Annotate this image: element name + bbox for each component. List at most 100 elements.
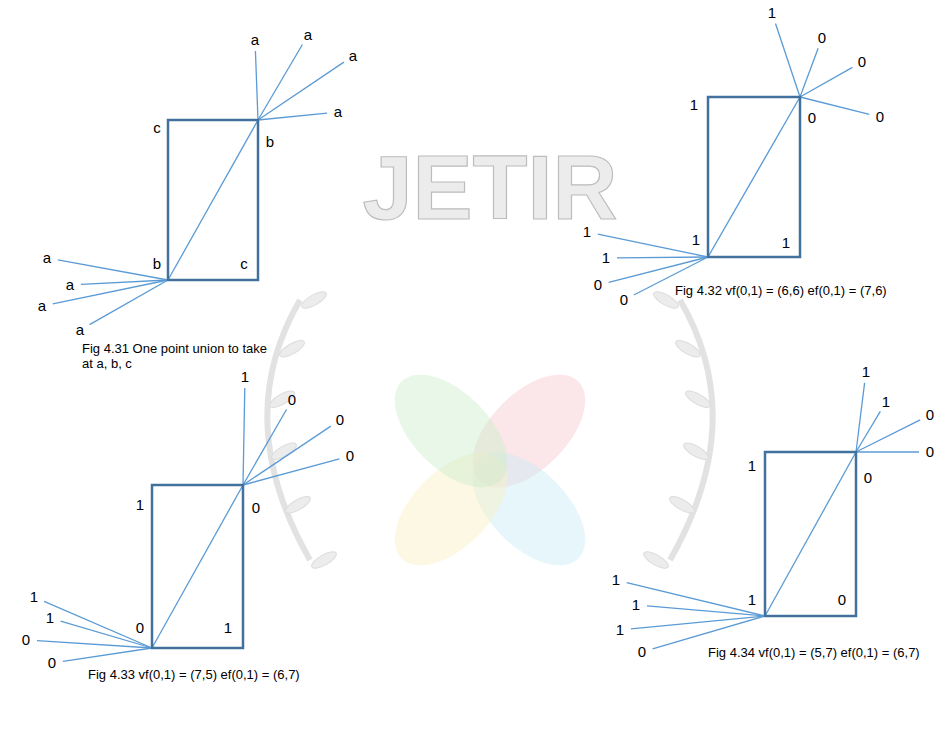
vertex-label: 0 (594, 276, 602, 293)
laurel-arc (267, 300, 310, 560)
vertex-label: 0 (252, 499, 260, 516)
vertex-label: 1 (602, 249, 610, 266)
graph-edge (647, 606, 765, 616)
vertex-label: 1 (30, 588, 38, 605)
vertex-label: c (240, 255, 248, 272)
graph-edge (58, 260, 168, 280)
vertex-label: 1 (136, 496, 144, 513)
graph-edge (255, 51, 258, 120)
vertex-label: 1 (224, 619, 232, 636)
vertex-label: 0 (638, 643, 646, 660)
graph-edge (243, 426, 331, 485)
rectangle-cycle (168, 120, 258, 280)
laurel-leaf (683, 388, 712, 411)
graph-edge (44, 601, 152, 648)
rectangle-cycle (708, 97, 800, 257)
graph-edge (856, 420, 920, 452)
graph-edge (258, 44, 302, 120)
vertex-label: 0 (22, 631, 30, 648)
vertex-label: 0 (48, 654, 56, 671)
vertex-label: 0 (858, 53, 866, 70)
graph-edge (243, 410, 287, 485)
laurel-leaf (267, 388, 296, 411)
laurel-leaf (667, 493, 696, 516)
vertex-label: 1 (241, 368, 249, 385)
laurel-leaf (673, 337, 702, 360)
vertex-label: 1 (692, 231, 700, 248)
vertex-label: a (66, 276, 74, 293)
graph-edge (708, 97, 800, 257)
vertex-label: 0 (346, 447, 354, 464)
laurel-arc (670, 300, 713, 560)
graph-edge (800, 48, 818, 97)
graph-edge (775, 23, 800, 97)
figure-caption: Fig 4.33 vf(0,1) = (7,5) ef(0,1) = (6,7) (88, 668, 313, 683)
graph-edge (152, 485, 243, 648)
vertex-label: 0 (926, 443, 934, 460)
vertex-label: 0 (808, 109, 816, 126)
graph-edge (258, 113, 327, 120)
vertex-label: 0 (620, 291, 628, 308)
graph-figure (627, 383, 920, 649)
vertex-label: 1 (862, 363, 870, 380)
vertex-label: 1 (46, 609, 54, 626)
vertex-label: 1 (583, 223, 591, 240)
vertex-label: 1 (782, 234, 790, 251)
vertex-label: 1 (616, 621, 624, 638)
vertex-label: b (266, 133, 274, 150)
rectangle-cycle (152, 485, 243, 648)
graph-edge (800, 67, 852, 97)
vertex-label: 1 (612, 571, 620, 588)
vertex-label: 0 (136, 619, 144, 636)
vertex-label: a (304, 26, 312, 43)
vertex-label: 0 (876, 108, 884, 125)
vertex-label: b (153, 255, 161, 272)
vertex-label: 0 (288, 391, 296, 408)
figure-caption: Fig 4.34 vf(0,1) = (5,7) ef(0,1) = (6,7) (708, 646, 933, 661)
vertex-label: 0 (818, 29, 826, 46)
graph-edge (243, 459, 339, 485)
rectangle-cycle (765, 452, 856, 616)
vertex-label: 1 (632, 596, 640, 613)
graph-figure (37, 388, 339, 661)
vertex-label: 0 (926, 406, 934, 423)
graph-edge (856, 383, 865, 452)
laurel-leaf (641, 549, 670, 572)
laurel-leaf (681, 440, 710, 463)
vertex-label: a (43, 249, 51, 266)
graph-edge (258, 62, 344, 120)
graph-edge (856, 451, 919, 452)
graph-edge (617, 256, 708, 258)
vertex-label: 0 (864, 469, 872, 486)
graph-edge (63, 648, 152, 661)
vertex-label: 1 (748, 591, 756, 608)
figure-caption: Fig 4.31 One point union to take at a, b… (82, 342, 272, 372)
vertex-label: a (76, 321, 84, 338)
graph-edge (627, 583, 765, 616)
laurel-leaf (283, 493, 312, 516)
graph-edge (765, 452, 856, 616)
vertex-label: 0 (838, 591, 846, 608)
graph-edge (90, 280, 168, 325)
graph-edge (609, 257, 708, 282)
graph-edge (168, 120, 258, 280)
laurel-leaf (277, 337, 306, 360)
vertex-label: a (251, 31, 259, 48)
graph-figure (53, 44, 344, 324)
vertex-label: 0 (336, 411, 344, 428)
vertex-label: 1 (882, 393, 890, 410)
vertex-label: c (153, 119, 161, 136)
vertex-label: a (38, 297, 46, 314)
graph-edge (243, 388, 245, 485)
laurel-leaf (299, 289, 328, 312)
watermark-ornament (267, 289, 712, 586)
vertex-label: 1 (768, 4, 776, 21)
graph-figure (598, 23, 870, 295)
laurel-leaf (309, 549, 338, 572)
watermark: JETIR (362, 143, 617, 233)
figure-caption: Fig 4.32 vf(0,1) = (6,6) ef(0,1) = (7,6) (675, 284, 900, 299)
vertex-label: 1 (748, 457, 756, 474)
vertex-label: 1 (690, 96, 698, 113)
watermark-petal (375, 355, 528, 508)
